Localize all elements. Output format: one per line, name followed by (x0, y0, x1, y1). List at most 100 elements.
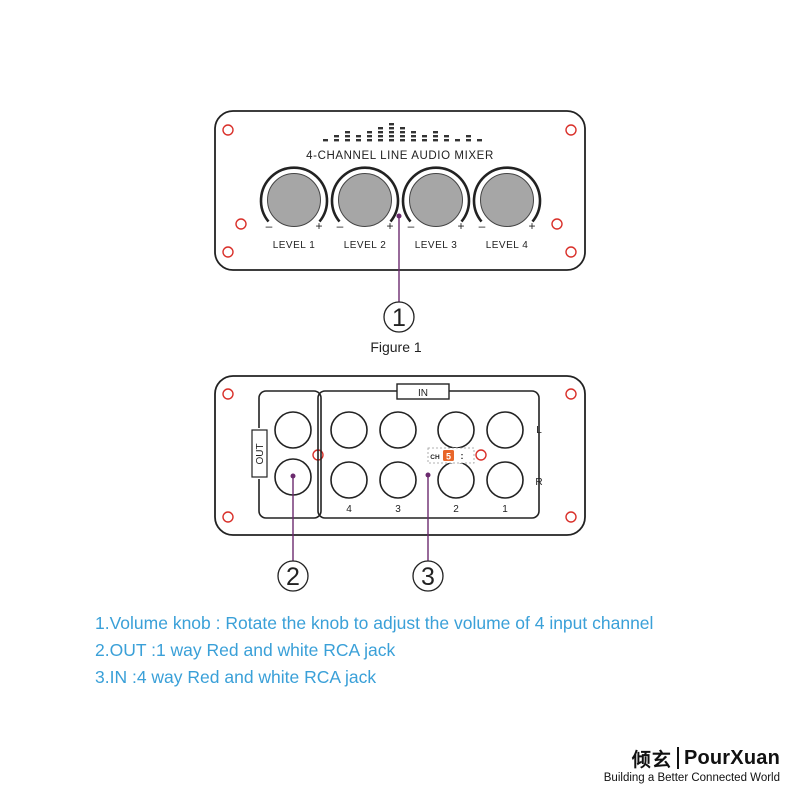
knob-arc (472, 166, 542, 223)
indicator-digit: 5 (446, 452, 451, 462)
out-jack-l[interactable] (274, 411, 312, 449)
knob-cap (480, 173, 534, 227)
front-panel-outline (214, 110, 586, 271)
equalizer-bar-segment (389, 123, 394, 126)
screw-hole (222, 511, 234, 523)
equalizer-bar-segment (345, 139, 350, 142)
volume-knob-4[interactable]: – + LEVEL 4 (472, 166, 542, 251)
channel-number: 1 (502, 504, 508, 515)
equalizer-bar-segment (444, 139, 449, 142)
equalizer-bar-segment (389, 127, 394, 130)
screw-hole (551, 218, 563, 230)
volume-knob-3[interactable]: – + LEVEL 3 (401, 166, 471, 251)
callout-3: 3 (412, 472, 444, 592)
figure-caption: Figure 1 (370, 339, 422, 355)
screw-hole (565, 388, 577, 400)
knob-arc (259, 166, 329, 223)
equalizer-bar-segment (455, 139, 460, 142)
in-jack-2-r[interactable] (437, 461, 475, 499)
screw-hole (565, 124, 577, 136)
screw-hole (565, 511, 577, 523)
callout-dot (425, 472, 431, 478)
knob-label: LEVEL 2 (344, 240, 387, 251)
equalizer-bar-segment (466, 139, 471, 142)
channel-number: 4 (346, 504, 352, 515)
equalizer-bar-segment (378, 135, 383, 138)
knob-label: LEVEL 3 (415, 240, 458, 251)
knob-plus: + (315, 219, 322, 233)
indicator-digit-bg (443, 450, 454, 461)
in-jack-2-l[interactable] (437, 411, 475, 449)
screw-hole (222, 124, 234, 136)
brand-separator (676, 747, 679, 769)
equalizer-bar-segment (367, 135, 372, 138)
mixer-diagram-svg: 4-CHANNEL LINE AUDIO MIXER – + LEVEL 1 –… (214, 110, 586, 592)
knob-minus: – (337, 219, 344, 233)
in-jack-1-l[interactable] (486, 411, 524, 449)
description-volume-knob: 1.Volume knob : Rotate the knob to adjus… (95, 613, 654, 633)
callout-1: 1 (383, 213, 415, 333)
out-label: OUT (255, 443, 266, 464)
callout-dot (290, 473, 296, 479)
rear-panel-outline (214, 375, 586, 536)
knob-cap (338, 173, 392, 227)
equalizer-bar-segment (389, 135, 394, 138)
in-label: IN (418, 388, 428, 399)
knob-minus: – (408, 219, 415, 233)
knob-label: LEVEL 1 (273, 240, 316, 251)
knob-label: LEVEL 4 (486, 240, 529, 251)
in-jack-3-l[interactable] (379, 411, 417, 449)
equalizer-bar-segment (378, 127, 383, 130)
brand-logo: 倾玄 PourXuan Building a Better Connected … (575, 745, 780, 785)
volume-knob-2[interactable]: – + LEVEL 2 (330, 166, 400, 251)
front-screw-holes (222, 124, 577, 258)
equalizer-bar-segment (433, 139, 438, 142)
knob-minus: – (479, 219, 486, 233)
equalizer-bar-segment (345, 131, 350, 134)
callout-2: 2 (277, 473, 309, 592)
in-jack-4-l[interactable] (330, 411, 368, 449)
equalizer-bar-segment (356, 135, 361, 138)
description-in: 3.IN :4 way Red and white RCA jack (95, 667, 377, 687)
equalizer-bar-segment (422, 135, 427, 138)
screw-hole (222, 388, 234, 400)
equalizer-bar-segment (367, 131, 372, 134)
in-jack-3-r[interactable] (379, 461, 417, 499)
channel-indicator: CH 5 : (427, 447, 475, 464)
knob-cap (267, 173, 321, 227)
brand-tagline: Building a Better Connected World (603, 772, 780, 784)
rear-panel: OUT IN L R 4 3 2 1 CH 5 : (214, 375, 586, 592)
equalizer-bar-segment (378, 131, 383, 134)
in-jack-1-r[interactable] (486, 461, 524, 499)
screw-hole (222, 246, 234, 258)
brand-name: PourXuan (683, 746, 780, 769)
brand-wordmark: 倾玄 PourXuan (575, 745, 780, 771)
equalizer-bar-segment (334, 135, 339, 138)
front-panel: 4-CHANNEL LINE AUDIO MIXER – + LEVEL 1 –… (214, 110, 586, 355)
knob-cap (409, 173, 463, 227)
screw-hole (565, 246, 577, 258)
callout-number: 3 (421, 563, 435, 591)
in-jack-4-r[interactable] (330, 461, 368, 499)
callout-number: 1 (392, 304, 406, 332)
indicator-ch-text: CH (430, 454, 440, 461)
equalizer-bar-segment (433, 135, 438, 138)
in-tag (396, 383, 450, 400)
screw-hole (235, 218, 247, 230)
channel-number: 3 (395, 504, 401, 515)
equalizer-graphic (323, 123, 482, 142)
knob-plus: + (528, 219, 535, 233)
callout-number: 2 (286, 563, 300, 591)
equalizer-bar-segment (411, 139, 416, 142)
callout-circle (383, 301, 415, 333)
out-tag (251, 429, 268, 478)
channel-number: 2 (453, 504, 459, 515)
knob-arc (401, 166, 471, 223)
equalizer-bar-segment (389, 139, 394, 142)
equalizer-bar-segment (323, 139, 328, 142)
callout-circle (277, 560, 309, 592)
volume-knob-1[interactable]: – + LEVEL 1 (259, 166, 329, 251)
front-panel-title: 4-CHANNEL LINE AUDIO MIXER (306, 150, 494, 162)
equalizer-bar-segment (466, 135, 471, 138)
